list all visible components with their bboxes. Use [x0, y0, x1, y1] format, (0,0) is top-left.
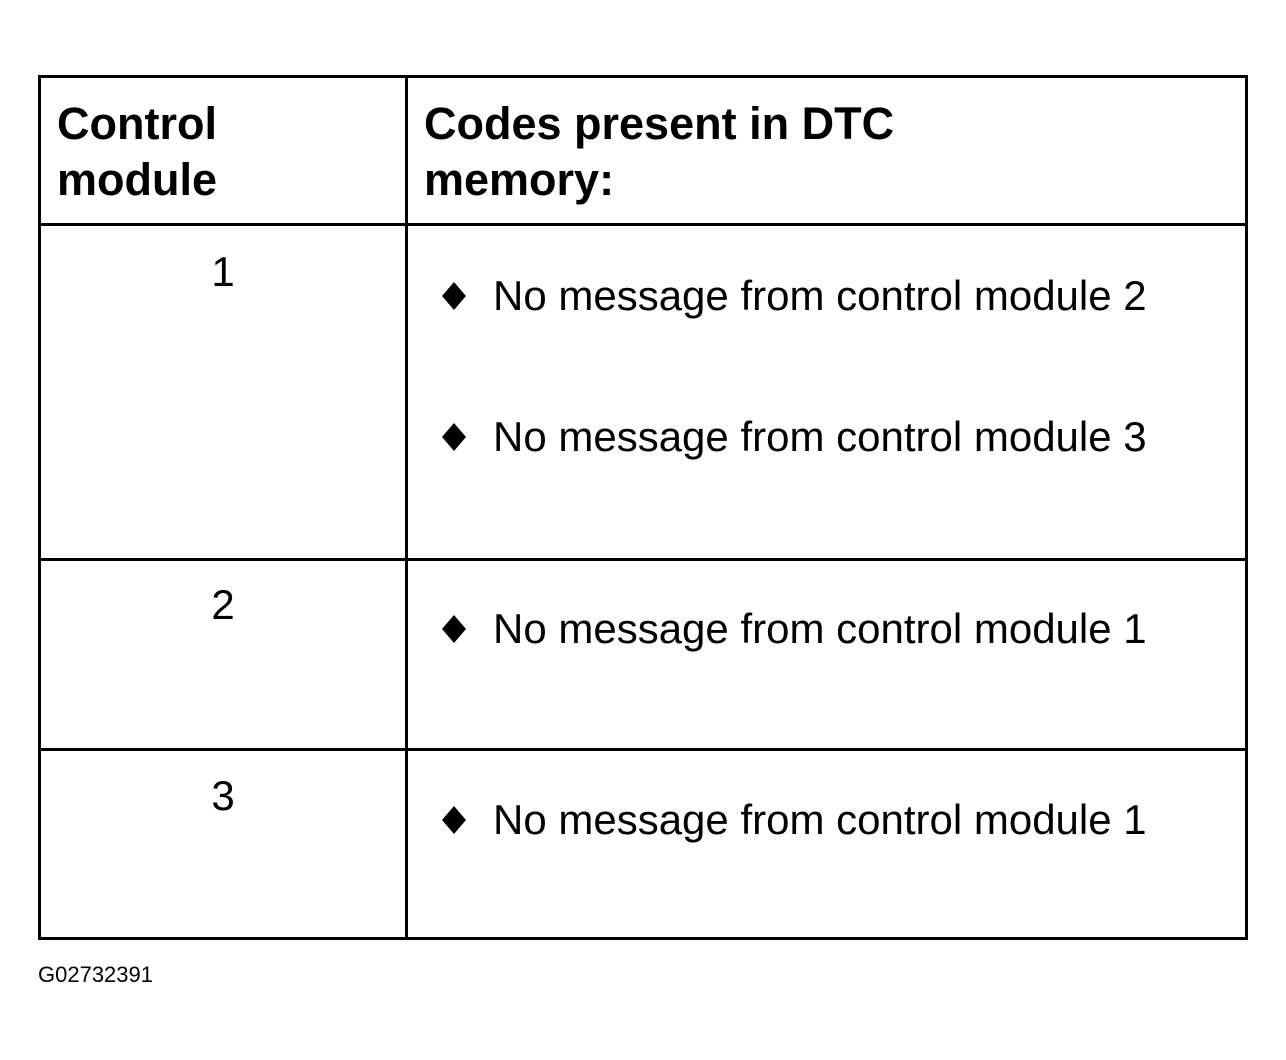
header-control-module-line-2: module [57, 154, 218, 205]
code-item: No message from control module 2 [439, 272, 1147, 320]
module-number: 2 [211, 581, 235, 628]
header-codes-line-2: memory: [424, 154, 615, 205]
code-item-text: No message from control module 1 [493, 605, 1147, 652]
diamond-bullet-icon [442, 282, 466, 310]
header-codes-line-1: Codes present in DTC [424, 98, 895, 149]
header-codes: Codes present in DTC memory: [424, 96, 894, 208]
code-item: No message from control module 3 [439, 413, 1147, 461]
code-item: No message from control module 1 [439, 605, 1147, 653]
row-divider [41, 748, 1245, 751]
header-divider [41, 223, 1245, 226]
module-number: 1 [211, 248, 235, 295]
header-control-module: Control module [57, 96, 217, 208]
header-control-module-line-1: Control [57, 98, 217, 149]
code-item: No message from control module 1 [439, 796, 1147, 844]
code-item-text: No message from control module 2 [493, 272, 1147, 319]
diamond-bullet-icon [442, 806, 466, 834]
module-number: 3 [211, 772, 235, 819]
dtc-table: Control module Codes present in DTC memo… [38, 75, 1248, 940]
code-item-text: No message from control module 1 [493, 796, 1147, 843]
figure-id: G02732391 [38, 962, 153, 987]
column-divider [405, 78, 408, 937]
diamond-bullet-icon [442, 615, 466, 643]
row-divider [41, 558, 1245, 561]
code-item-text: No message from control module 3 [493, 413, 1147, 460]
diamond-bullet-icon [442, 423, 466, 451]
